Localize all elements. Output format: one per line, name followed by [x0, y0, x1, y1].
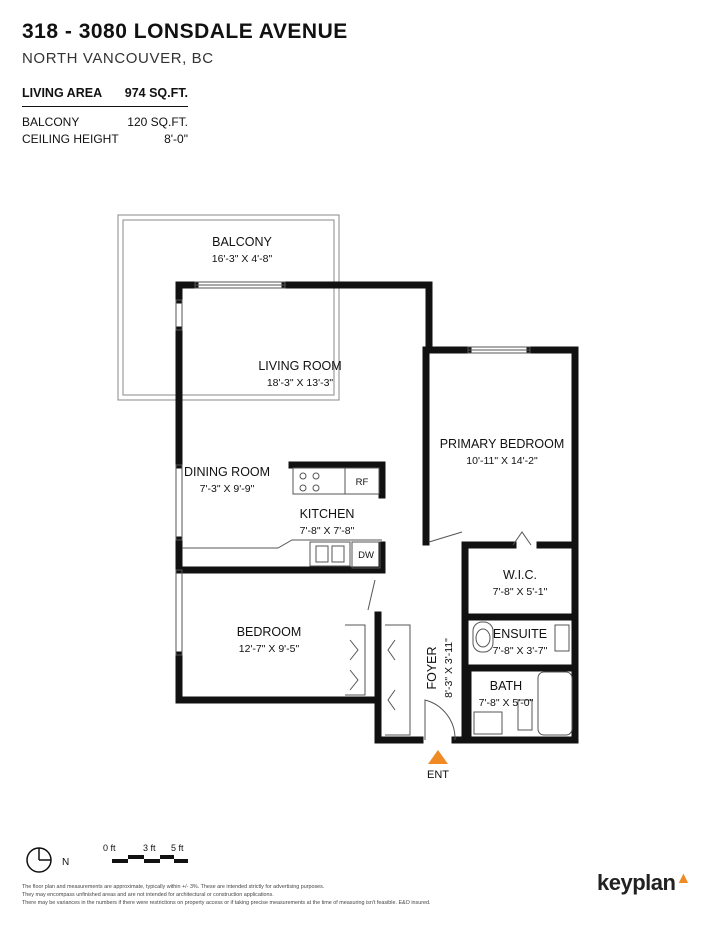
living-room-dims: 18'-3" X 13'-3": [267, 377, 334, 389]
entry-label: ENT: [427, 769, 449, 781]
living-room-name: LIVING ROOM: [258, 359, 341, 373]
flame-icon: ▲: [675, 870, 691, 887]
doors: [345, 531, 573, 741]
dining-room-name: DINING ROOM: [184, 465, 270, 479]
primary-bedroom-name: PRIMARY BEDROOM: [440, 437, 565, 451]
bath-dims: 7'-8" X 5'-0": [479, 697, 534, 709]
disclaimer-line: There may be variances in the numbers if…: [22, 900, 431, 906]
living-area-label: LIVING AREA: [22, 86, 103, 100]
wic-name: W.I.C.: [503, 568, 537, 582]
compass-icon: [26, 847, 52, 873]
bath-name: BATH: [490, 679, 522, 693]
balcony-dims: 16'-3" X 4'-8": [212, 253, 273, 265]
property-city: NORTH VANCOUVER, BC: [22, 50, 214, 67]
balcony-area-row: BALCONY 120 SQ.FT.: [22, 115, 188, 129]
ceiling-height-value: 8'-0": [164, 132, 188, 146]
foyer-dims: 8'-3" X 3'-11": [443, 638, 455, 698]
compass-north-label: N: [62, 857, 69, 868]
wic-dims: 7'-8" X 5'-1": [493, 586, 548, 598]
living-area-value: 974 SQ.FT.: [124, 86, 188, 100]
foyer-name: FOYER: [425, 646, 439, 689]
ceiling-height-label: CEILING HEIGHT: [22, 132, 119, 146]
dining-room-dims: 7'-3" X 9'-9": [200, 483, 255, 495]
bedroom-name: BEDROOM: [237, 625, 302, 639]
entry-arrow-icon: [428, 750, 448, 764]
balcony-area-value: 120 SQ.FT.: [127, 115, 188, 129]
kitchen-fixtures: [182, 467, 382, 569]
primary-bedroom-dims: 10'-11" X 14'-2": [466, 455, 538, 467]
disclaimer-line: They may encompass unfinished areas and …: [22, 892, 274, 898]
ensuite-name: ENSUITE: [493, 627, 547, 641]
disclaimer-line: The floor plan and measurements are appr…: [22, 884, 325, 890]
windows: [175, 281, 531, 656]
balcony-name: BALCONY: [212, 235, 272, 249]
dishwasher-label: DW: [358, 550, 374, 561]
bedroom-dims: 12'-7" X 9'-5": [239, 643, 300, 655]
balcony-outline: [117, 214, 340, 401]
property-address: 318 - 3080 LONSDALE AVENUE: [22, 20, 348, 43]
room-labels: BALCONY 16'-3" X 4'-8" LIVING ROOM 18'-3…: [184, 235, 564, 781]
disclaimer: The floor plan and measurements are appr…: [22, 883, 582, 907]
scale-three-label: 3 ft: [143, 843, 156, 853]
living-area-row: LIVING AREA 974 SQ.FT.: [22, 86, 188, 107]
walls: [175, 281, 579, 744]
scale-bar-icon: [112, 855, 188, 863]
fridge-label: RF: [356, 477, 369, 488]
scale-zero-label: 0 ft: [103, 843, 116, 853]
kitchen-name: KITCHEN: [300, 507, 355, 521]
balcony-area-label: BALCONY: [22, 115, 80, 129]
kitchen-dims: 7'-8" X 7'-8": [300, 525, 355, 537]
ceiling-height-row: CEILING HEIGHT 8'-0": [22, 132, 188, 146]
scale-five-label: 5 ft: [171, 843, 184, 853]
brand-logo: keyplan▲: [597, 870, 691, 896]
brand-name: keyplan: [597, 870, 676, 895]
area-stats: LIVING AREA 974 SQ.FT. BALCONY 120 SQ.FT…: [22, 86, 188, 149]
ensuite-dims: 7'-8" X 3'-7": [493, 645, 548, 657]
